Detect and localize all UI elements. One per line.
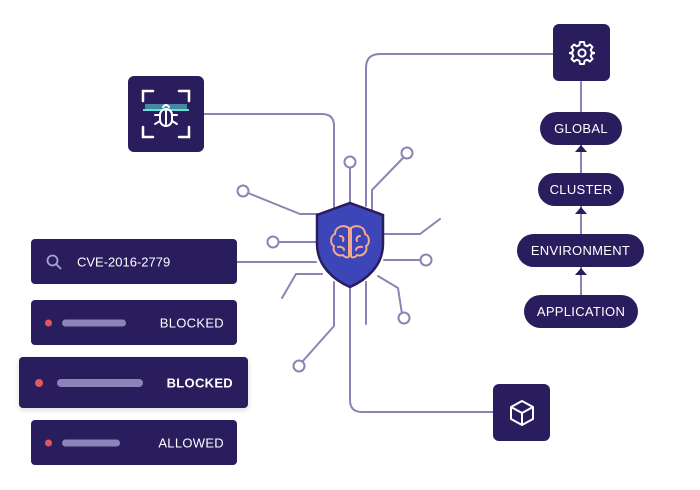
status-label: BLOCKED [159, 315, 224, 330]
cube-icon [509, 399, 534, 426]
result-card[interactable]: ALLOWED [31, 420, 237, 465]
status-label: ALLOWED [158, 435, 224, 450]
status-dot [45, 439, 52, 446]
search-icon [46, 254, 62, 270]
scope-cluster[interactable]: CLUSTER [538, 173, 624, 206]
placeholder-bar [62, 439, 120, 446]
placeholder-bar [57, 378, 143, 387]
shield-brain-icon [315, 201, 385, 289]
bug-scan-tile[interactable] [128, 76, 204, 152]
gear-icon [568, 40, 595, 65]
cve-search-bar[interactable]: CVE-2016-2779 [31, 239, 237, 284]
container-tile[interactable] [493, 384, 550, 441]
status-label: BLOCKED [166, 375, 233, 390]
result-card-highlighted[interactable]: BLOCKED [19, 357, 248, 408]
search-input-value: CVE-2016-2779 [77, 254, 171, 269]
settings-tile[interactable] [553, 24, 610, 81]
scope-environment[interactable]: ENVIRONMENT [517, 234, 644, 267]
status-dot [45, 319, 52, 326]
scope-application[interactable]: APPLICATION [524, 295, 638, 328]
bug-scan-icon [141, 89, 191, 139]
placeholder-bar [62, 319, 126, 326]
result-card[interactable]: BLOCKED [31, 300, 237, 345]
status-dot [35, 378, 43, 387]
scope-global[interactable]: GLOBAL [540, 112, 622, 145]
